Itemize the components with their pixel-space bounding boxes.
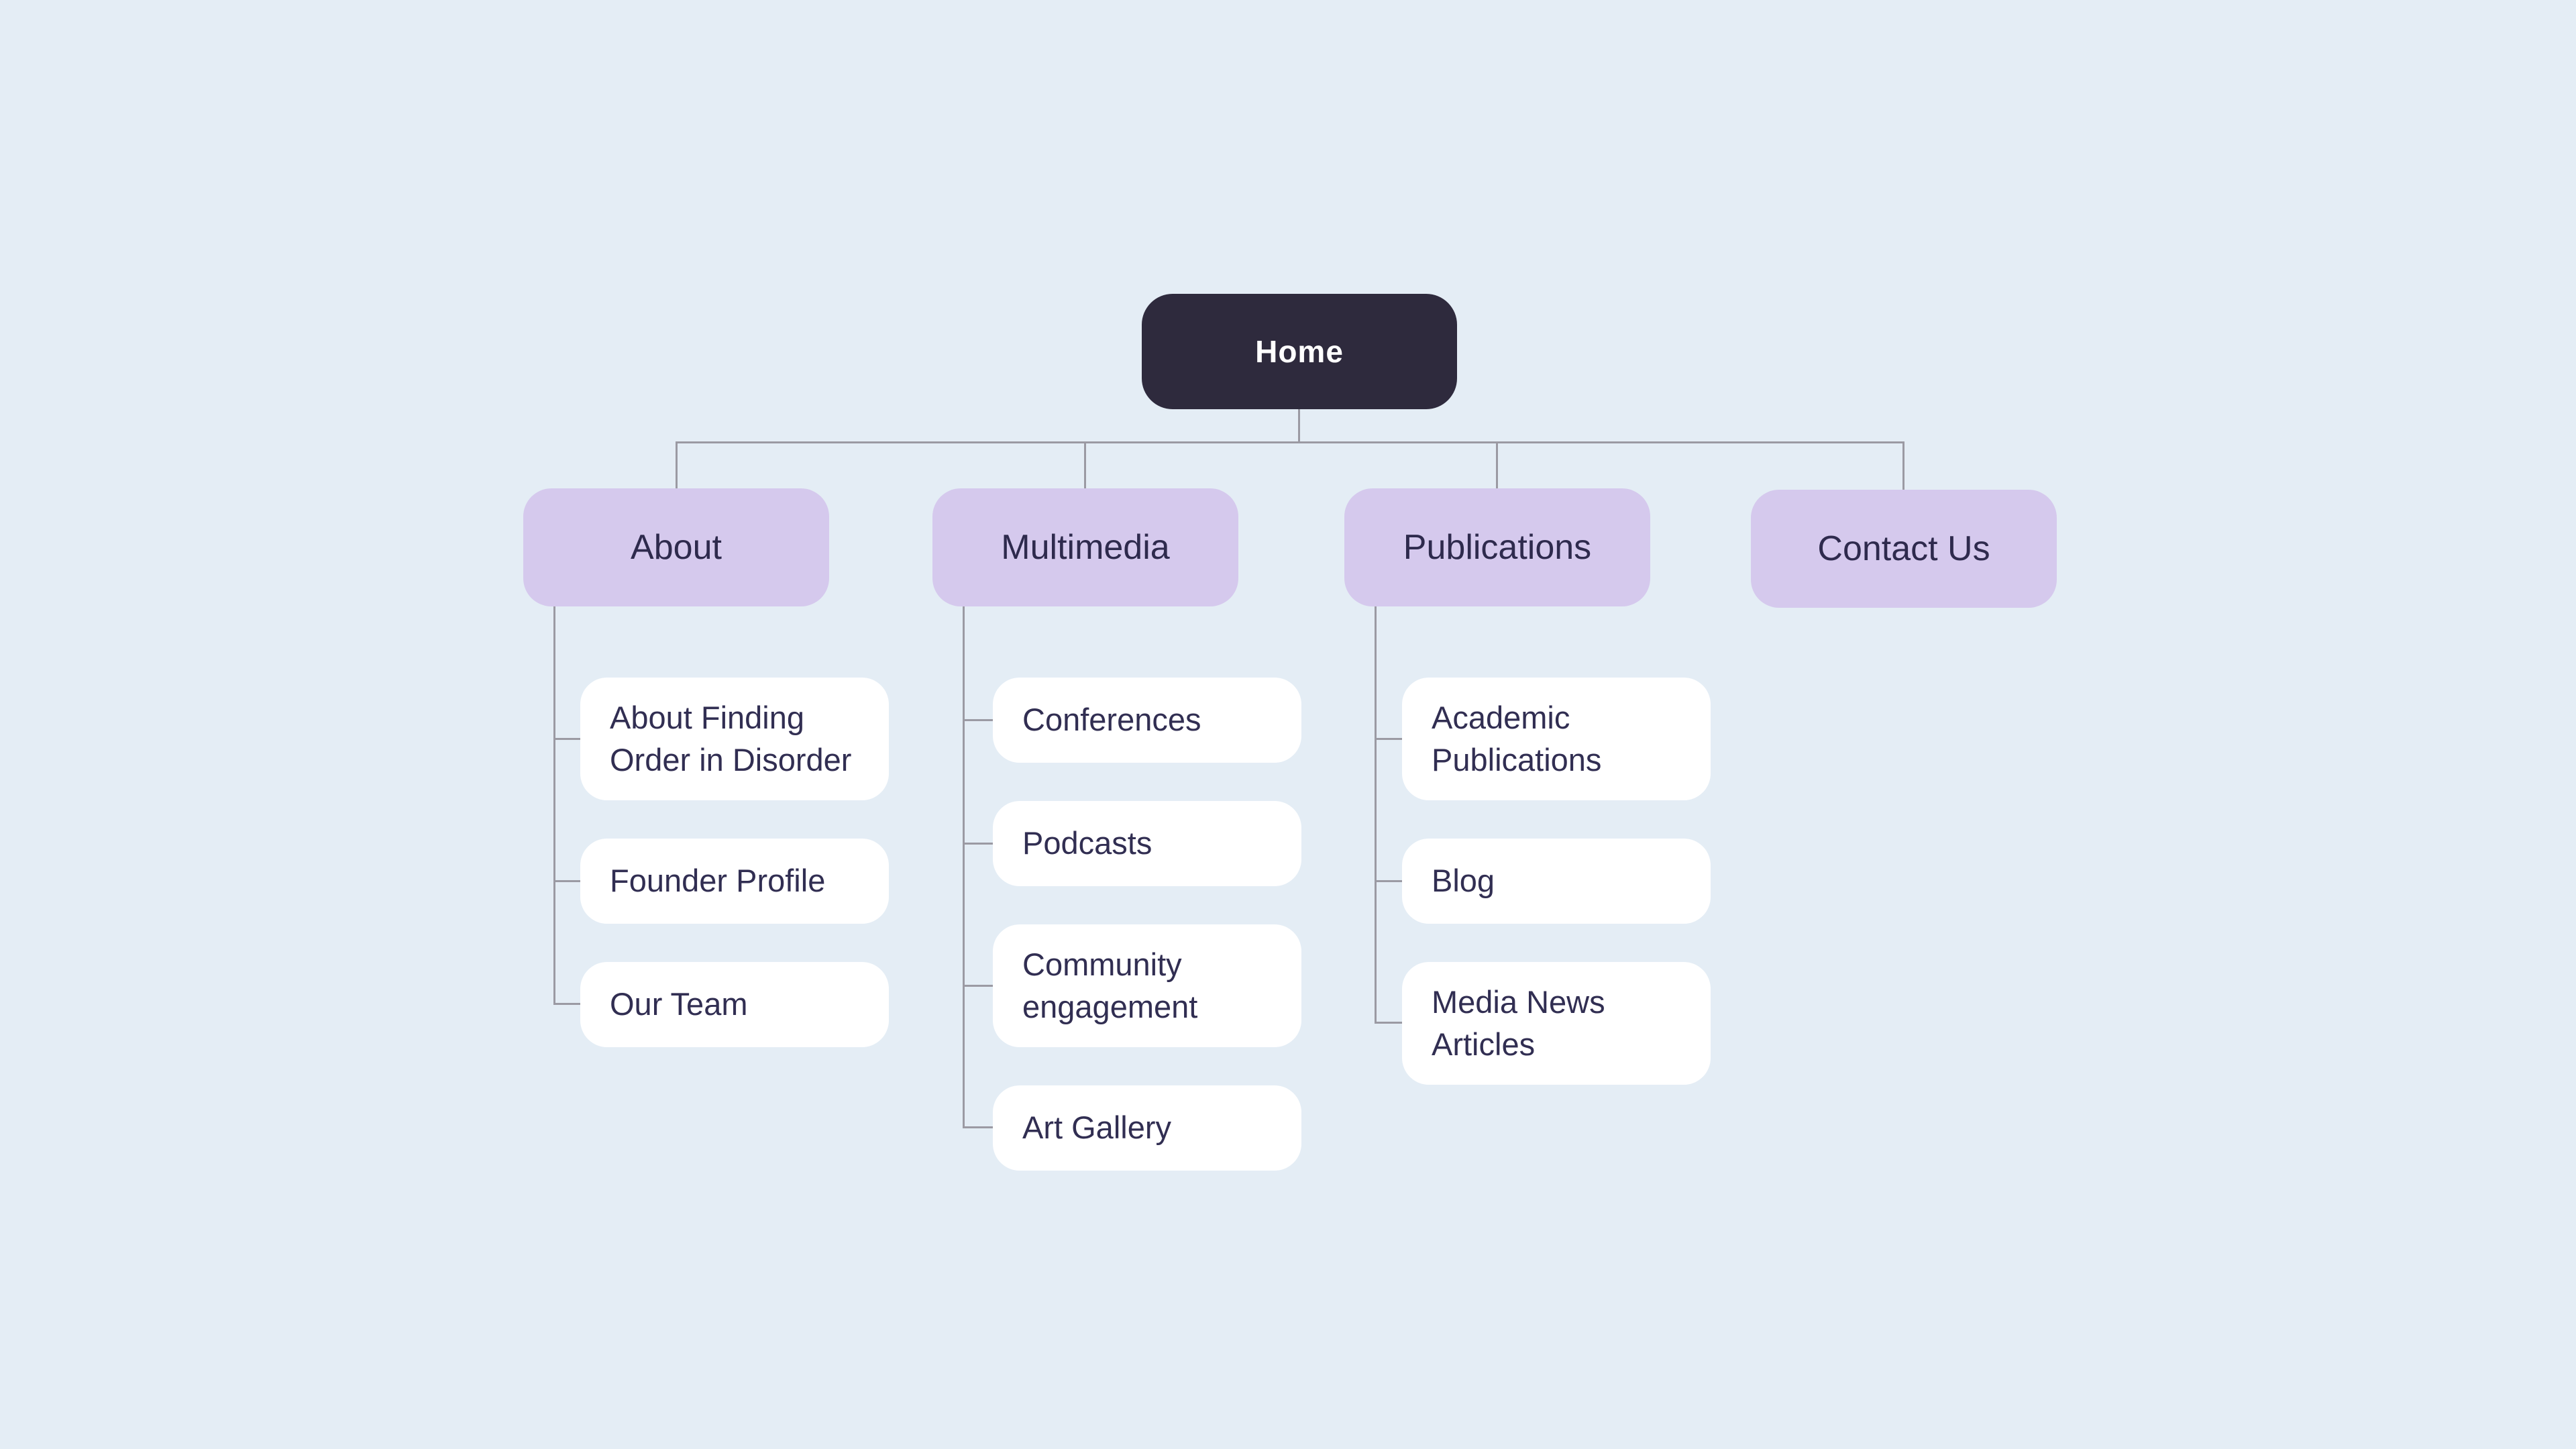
- connector-drop-multimedia: [1084, 441, 1086, 488]
- node-media-news-articles[interactable]: Media News Articles: [1402, 962, 1711, 1085]
- connector-publications-stub-3: [1375, 1022, 1402, 1024]
- node-child-label: Our Team: [610, 986, 748, 1022]
- node-podcasts[interactable]: Podcasts: [993, 801, 1301, 886]
- node-home[interactable]: Home: [1142, 294, 1457, 409]
- node-home-label: Home: [1255, 334, 1344, 369]
- node-about[interactable]: About: [523, 488, 829, 606]
- connector-multimedia-stub-1: [963, 719, 993, 721]
- node-child-label: Founder Profile: [610, 863, 826, 899]
- connector-multimedia-stub-2: [963, 843, 993, 845]
- connector-publications-stub-2: [1375, 880, 1402, 882]
- connector-drop-contact: [1902, 441, 1904, 490]
- connector-about-stub-3: [553, 1003, 580, 1005]
- connector-publications-stub-1: [1375, 738, 1402, 740]
- node-contact-us-label: Contact Us: [1817, 529, 1990, 568]
- node-contact-us[interactable]: Contact Us: [1751, 490, 2057, 608]
- node-multimedia[interactable]: Multimedia: [932, 488, 1238, 606]
- node-founder-profile[interactable]: Founder Profile: [580, 839, 889, 924]
- node-multimedia-label: Multimedia: [1001, 528, 1170, 567]
- node-child-label: Blog: [1432, 863, 1495, 899]
- connector-drop-publications: [1496, 441, 1498, 488]
- node-about-label: About: [631, 528, 722, 567]
- connector-bus: [676, 441, 1904, 443]
- node-child-label: Academic Publications: [1432, 700, 1602, 777]
- node-our-team[interactable]: Our Team: [580, 962, 889, 1047]
- node-child-label: Art Gallery: [1022, 1110, 1171, 1146]
- connector-publications-vline: [1375, 606, 1377, 1024]
- node-publications[interactable]: Publications: [1344, 488, 1650, 606]
- connector-drop-about: [676, 441, 678, 488]
- node-blog[interactable]: Blog: [1402, 839, 1711, 924]
- node-about-finding-order-in-disorder[interactable]: About Finding Order in Disorder: [580, 678, 889, 800]
- connector-multimedia-stub-4: [963, 1126, 993, 1128]
- node-art-gallery[interactable]: Art Gallery: [993, 1085, 1301, 1171]
- node-academic-publications[interactable]: Academic Publications: [1402, 678, 1711, 800]
- connector-home-stem: [1298, 409, 1300, 442]
- node-child-label: Conferences: [1022, 702, 1201, 738]
- node-community-engagement[interactable]: Community engagement: [993, 924, 1301, 1047]
- node-conferences[interactable]: Conferences: [993, 678, 1301, 763]
- connector-multimedia-stub-3: [963, 985, 993, 987]
- connector-multimedia-vline: [963, 606, 965, 1128]
- node-child-label: Podcasts: [1022, 825, 1152, 861]
- connector-about-stub-1: [553, 738, 580, 740]
- node-publications-label: Publications: [1403, 528, 1592, 567]
- node-child-label: About Finding Order in Disorder: [610, 700, 852, 777]
- connector-about-stub-2: [553, 880, 580, 882]
- node-child-label: Community engagement: [1022, 947, 1198, 1024]
- node-child-label: Media News Articles: [1432, 984, 1605, 1062]
- connector-about-vline: [553, 606, 555, 1005]
